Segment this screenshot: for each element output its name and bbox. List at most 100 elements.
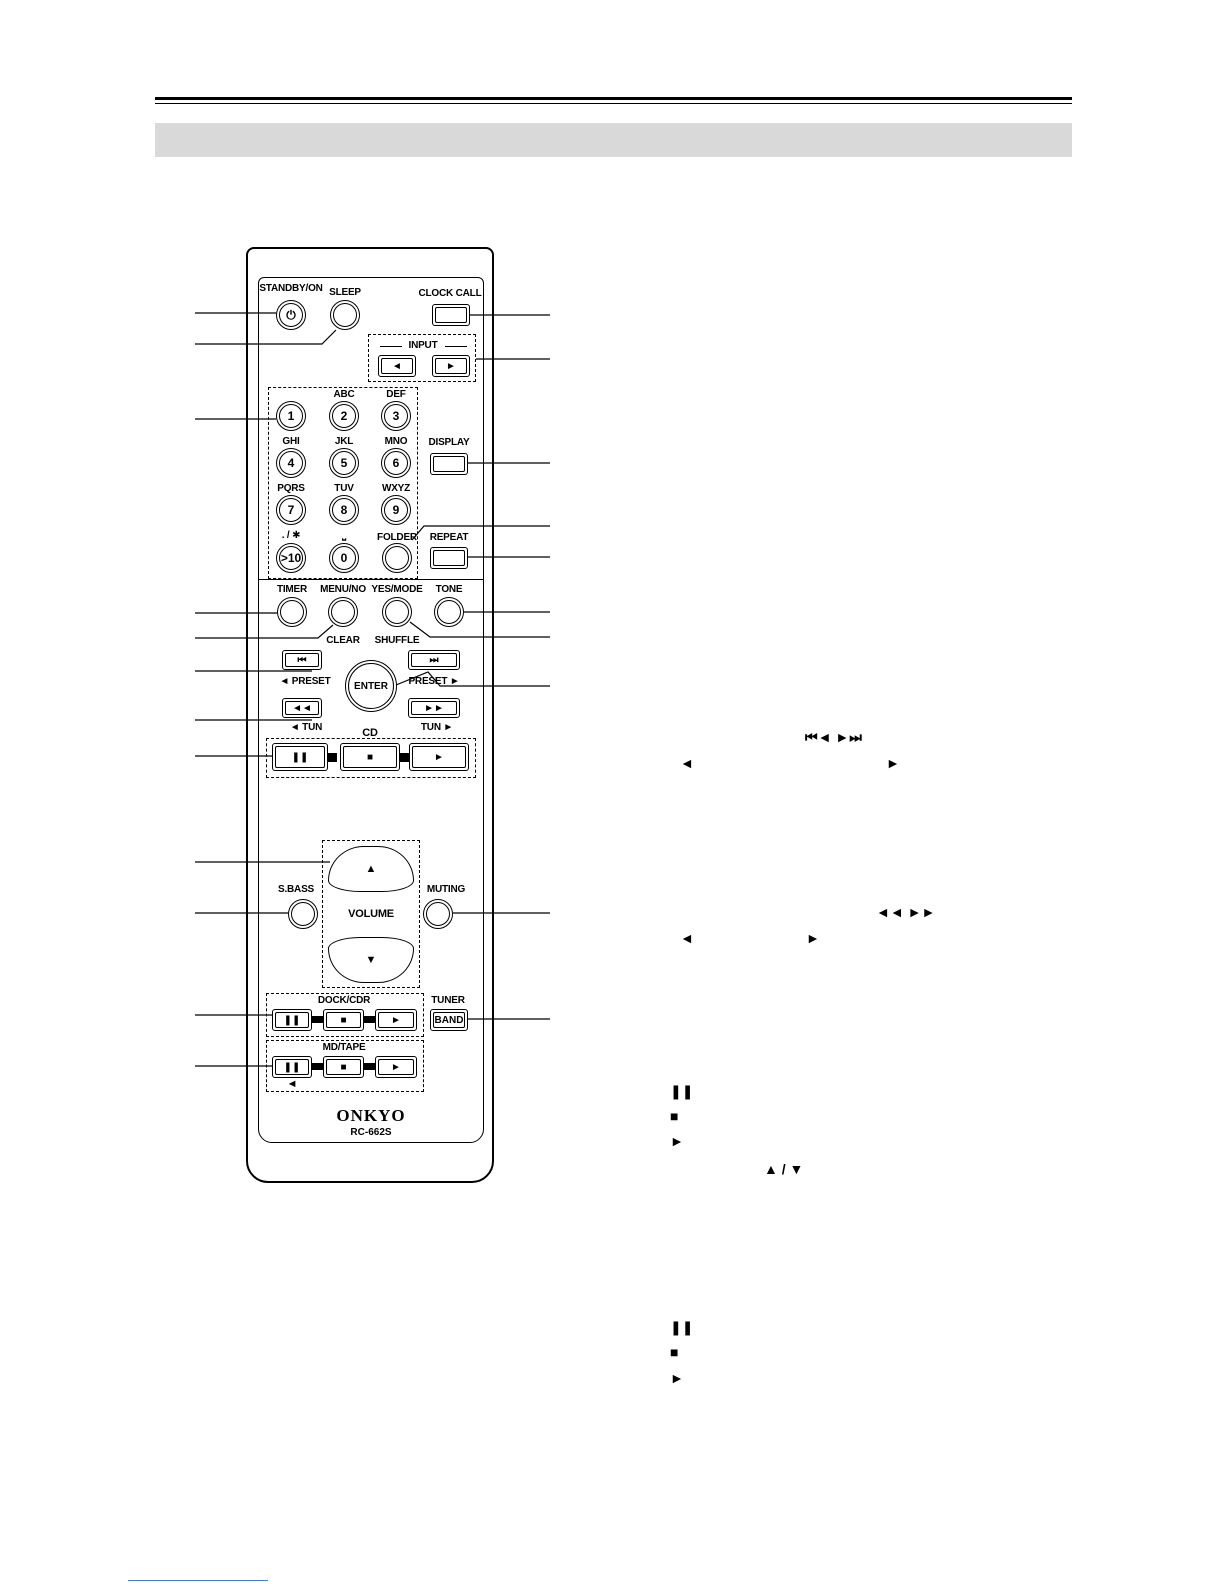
cd-joiner-1 <box>328 753 337 762</box>
folder-label: FOLDER <box>377 532 417 543</box>
preset-left-label: ◄ PRESET <box>279 676 331 687</box>
key-4-button[interactable]: 4 <box>276 448 306 478</box>
shuffle-label: SHUFFLE <box>374 635 420 646</box>
key-2-button[interactable]: 2 <box>329 401 359 431</box>
dock-cdr-label: DOCK/CDR <box>317 995 371 1006</box>
key-8-number: 8 <box>340 503 348 517</box>
volume-down-button[interactable]: ▼ <box>328 937 414 983</box>
stop-icon: ■ <box>366 751 374 763</box>
key-1-button[interactable]: 1 <box>276 401 306 431</box>
pause-symbol: ❚❚ <box>670 1083 694 1099</box>
cd-stop-button[interactable]: ■ <box>340 743 400 771</box>
pause-icon: ❚❚ <box>291 751 309 763</box>
cd-joiner-2 <box>400 753 409 762</box>
repeat-label: REPEAT <box>429 532 469 543</box>
cd-play-button[interactable]: ► <box>409 743 469 771</box>
key-7-button[interactable]: 7 <box>276 495 306 525</box>
key-6-letters: MNO <box>384 436 408 447</box>
rewind-icon: ◄◄ <box>292 702 312 714</box>
cd-pause-button[interactable]: ❚❚ <box>272 743 328 771</box>
stop-icon: ■ <box>340 1014 347 1026</box>
yes-mode-button[interactable] <box>382 597 412 627</box>
rewind-button[interactable]: ◄◄ <box>282 698 322 718</box>
pause-symbol-2: ❚❚ <box>670 1319 694 1335</box>
enter-label: ENTER <box>354 680 388 692</box>
md-stop-button[interactable]: ■ <box>323 1056 364 1078</box>
fast-forward-button[interactable]: ►► <box>408 698 460 718</box>
header-rule-thick <box>155 97 1072 100</box>
key-0-button[interactable]: 0 <box>329 543 359 573</box>
tone-button[interactable] <box>434 597 464 627</box>
key-gt10-button[interactable]: >10 <box>276 543 306 573</box>
footer-link-underline <box>128 1580 268 1581</box>
sleep-label: SLEEP <box>329 287 361 298</box>
key-7-letters: PQRS <box>277 483 305 494</box>
md-play-button[interactable]: ► <box>375 1056 417 1078</box>
dock-pause-button[interactable]: ❚❚ <box>272 1009 312 1031</box>
input-label: INPUT <box>408 340 438 351</box>
display-button[interactable] <box>430 453 468 475</box>
standby-label: STANDBY/ON <box>259 283 323 294</box>
key-9-button[interactable]: 9 <box>381 495 411 525</box>
key-4-number: 4 <box>287 456 295 470</box>
yes-mode-label: YES/MODE <box>371 584 423 595</box>
key-7-number: 7 <box>287 503 295 517</box>
key-8-button[interactable]: 8 <box>329 495 359 525</box>
skip-symbols: ⏮◄ ►⏭ <box>805 729 862 745</box>
sbass-button[interactable] <box>288 899 318 929</box>
tone-label: TONE <box>435 584 463 595</box>
key-8-letters: TUV <box>334 483 354 494</box>
next-button[interactable]: ⏭ <box>408 650 460 670</box>
prev-button[interactable]: ⏮ <box>282 650 322 670</box>
play-icon: ► <box>434 751 444 763</box>
onkyo-logo: ONKYO <box>336 1106 406 1125</box>
menu-no-button[interactable] <box>328 597 358 627</box>
clock-call-button[interactable] <box>432 304 470 326</box>
tun-left-symbol: ◄ <box>680 930 694 946</box>
enter-button[interactable]: ENTER <box>345 660 397 712</box>
clock-call-label: CLOCK CALL <box>418 288 482 299</box>
key-6-number: 6 <box>392 456 400 470</box>
up-down-symbols: ▲ / ▼ <box>764 1161 804 1177</box>
dock-stop-button[interactable]: ■ <box>323 1009 364 1031</box>
muting-button[interactable] <box>423 899 453 929</box>
standby-button[interactable]: ⏻ <box>276 300 306 330</box>
stop-symbol-2: ■ <box>670 1344 679 1360</box>
right-arrow-icon: ► <box>446 360 456 372</box>
input-divider-right <box>445 346 467 348</box>
tun-right-symbol: ► <box>806 930 820 946</box>
folder-button[interactable] <box>382 543 412 573</box>
fast-forward-icon: ►► <box>424 702 444 714</box>
down-arrow-icon: ▼ <box>365 954 377 966</box>
md-pause-button[interactable]: ❚❚ <box>272 1056 312 1078</box>
key-2-number: 2 <box>340 409 348 423</box>
scan-symbols: ◄◄ ►► <box>876 904 936 920</box>
key-3-button[interactable]: 3 <box>381 401 411 431</box>
volume-group <box>322 840 420 988</box>
key-3-number: 3 <box>392 409 400 423</box>
dock-play-button[interactable]: ► <box>375 1009 417 1031</box>
key-gt10-letters: . / ✱ <box>281 530 301 541</box>
timer-label: TIMER <box>276 584 308 595</box>
input-right-button[interactable]: ► <box>432 355 470 377</box>
clear-label: CLEAR <box>326 635 360 646</box>
input-group <box>368 334 476 382</box>
key-0-letters: ⎵ <box>342 530 346 541</box>
timer-button[interactable] <box>277 597 307 627</box>
volume-up-button[interactable]: ▲ <box>328 846 414 892</box>
input-left-button[interactable]: ◄ <box>378 355 416 377</box>
key-9-number: 9 <box>392 503 400 517</box>
muting-label: MUTING <box>426 884 466 895</box>
md-joiner-2 <box>364 1063 375 1070</box>
key-5-button[interactable]: 5 <box>329 448 359 478</box>
key-6-button[interactable]: 6 <box>381 448 411 478</box>
numeric-keypad-group <box>268 387 418 579</box>
stop-icon: ■ <box>340 1061 347 1073</box>
key-5-number: 5 <box>340 456 348 470</box>
band-button[interactable]: BAND <box>430 1009 468 1031</box>
key-1-number: 1 <box>287 409 295 423</box>
key-4-letters: GHI <box>282 436 300 447</box>
repeat-button[interactable] <box>430 547 468 569</box>
sleep-button[interactable] <box>330 300 360 330</box>
